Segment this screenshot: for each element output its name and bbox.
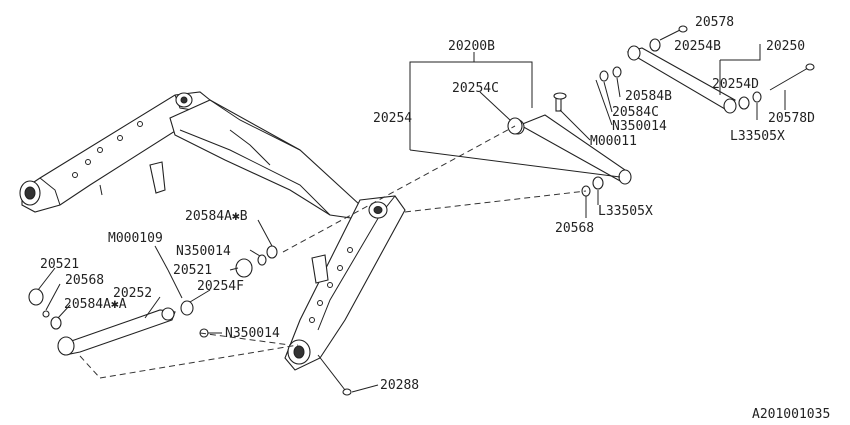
label-20584b: 20584B [625,89,672,104]
label-n350014-mid: N350014 [176,244,231,259]
label-20252: 20252 [113,286,152,301]
subframe-crossmember [19,91,406,371]
bolt-m000109 [167,269,183,299]
label-20568-right: 20568 [555,221,594,236]
washer-20584a-b [266,245,278,259]
rod-20288-end [342,388,352,396]
label-20584a-a: 20584A✱A [64,297,127,312]
label-20578d: 20578D [768,111,815,126]
nut-n350014-mid [257,254,267,266]
assembly-lines [79,125,587,379]
diagram-id: A201001035 [752,407,830,422]
label-20521-left: 20521 [40,257,79,272]
label-n350014-right: N350014 [612,119,667,134]
label-m000109: M000109 [108,231,163,246]
leader-lines [37,44,786,393]
nut-20568-left [42,310,50,318]
label-l33505x-bottom: L33505X [598,204,653,219]
rod-20288 [317,354,346,391]
label-n350014-low: N350014 [225,326,280,341]
label-20254c: 20254C [452,81,499,96]
label-20254b: 20254B [674,39,721,54]
label-20578-top: 20578 [695,15,734,30]
bushing-20254f [180,300,194,316]
label-20250: 20250 [766,39,805,54]
part-labels: 20200B 20254C 20254 20578 20254B 20250 2… [40,15,830,422]
label-20521-mid: 20521 [173,263,212,278]
label-20254f: 20254F [197,279,244,294]
label-20584a-b: 20584A✱B [185,209,248,224]
lateral-link-rear [599,25,815,114]
washer-20584a-a [50,316,62,330]
lateral-link-lower-left [57,307,176,356]
bushing-20521-left [28,288,44,306]
label-l33505x-top: L33505X [730,129,785,144]
label-20254: 20254 [373,111,412,126]
bushing-set-right-lower [581,176,604,197]
label-20568-left: 20568 [65,273,104,288]
label-20200b: 20200B [448,39,495,54]
label-20584c: 20584C [612,105,659,120]
label-m00011: M00011 [590,134,637,149]
label-20288: 20288 [380,378,419,393]
bushing-20521-mid [235,258,253,278]
label-20254d: 20254D [712,77,759,92]
